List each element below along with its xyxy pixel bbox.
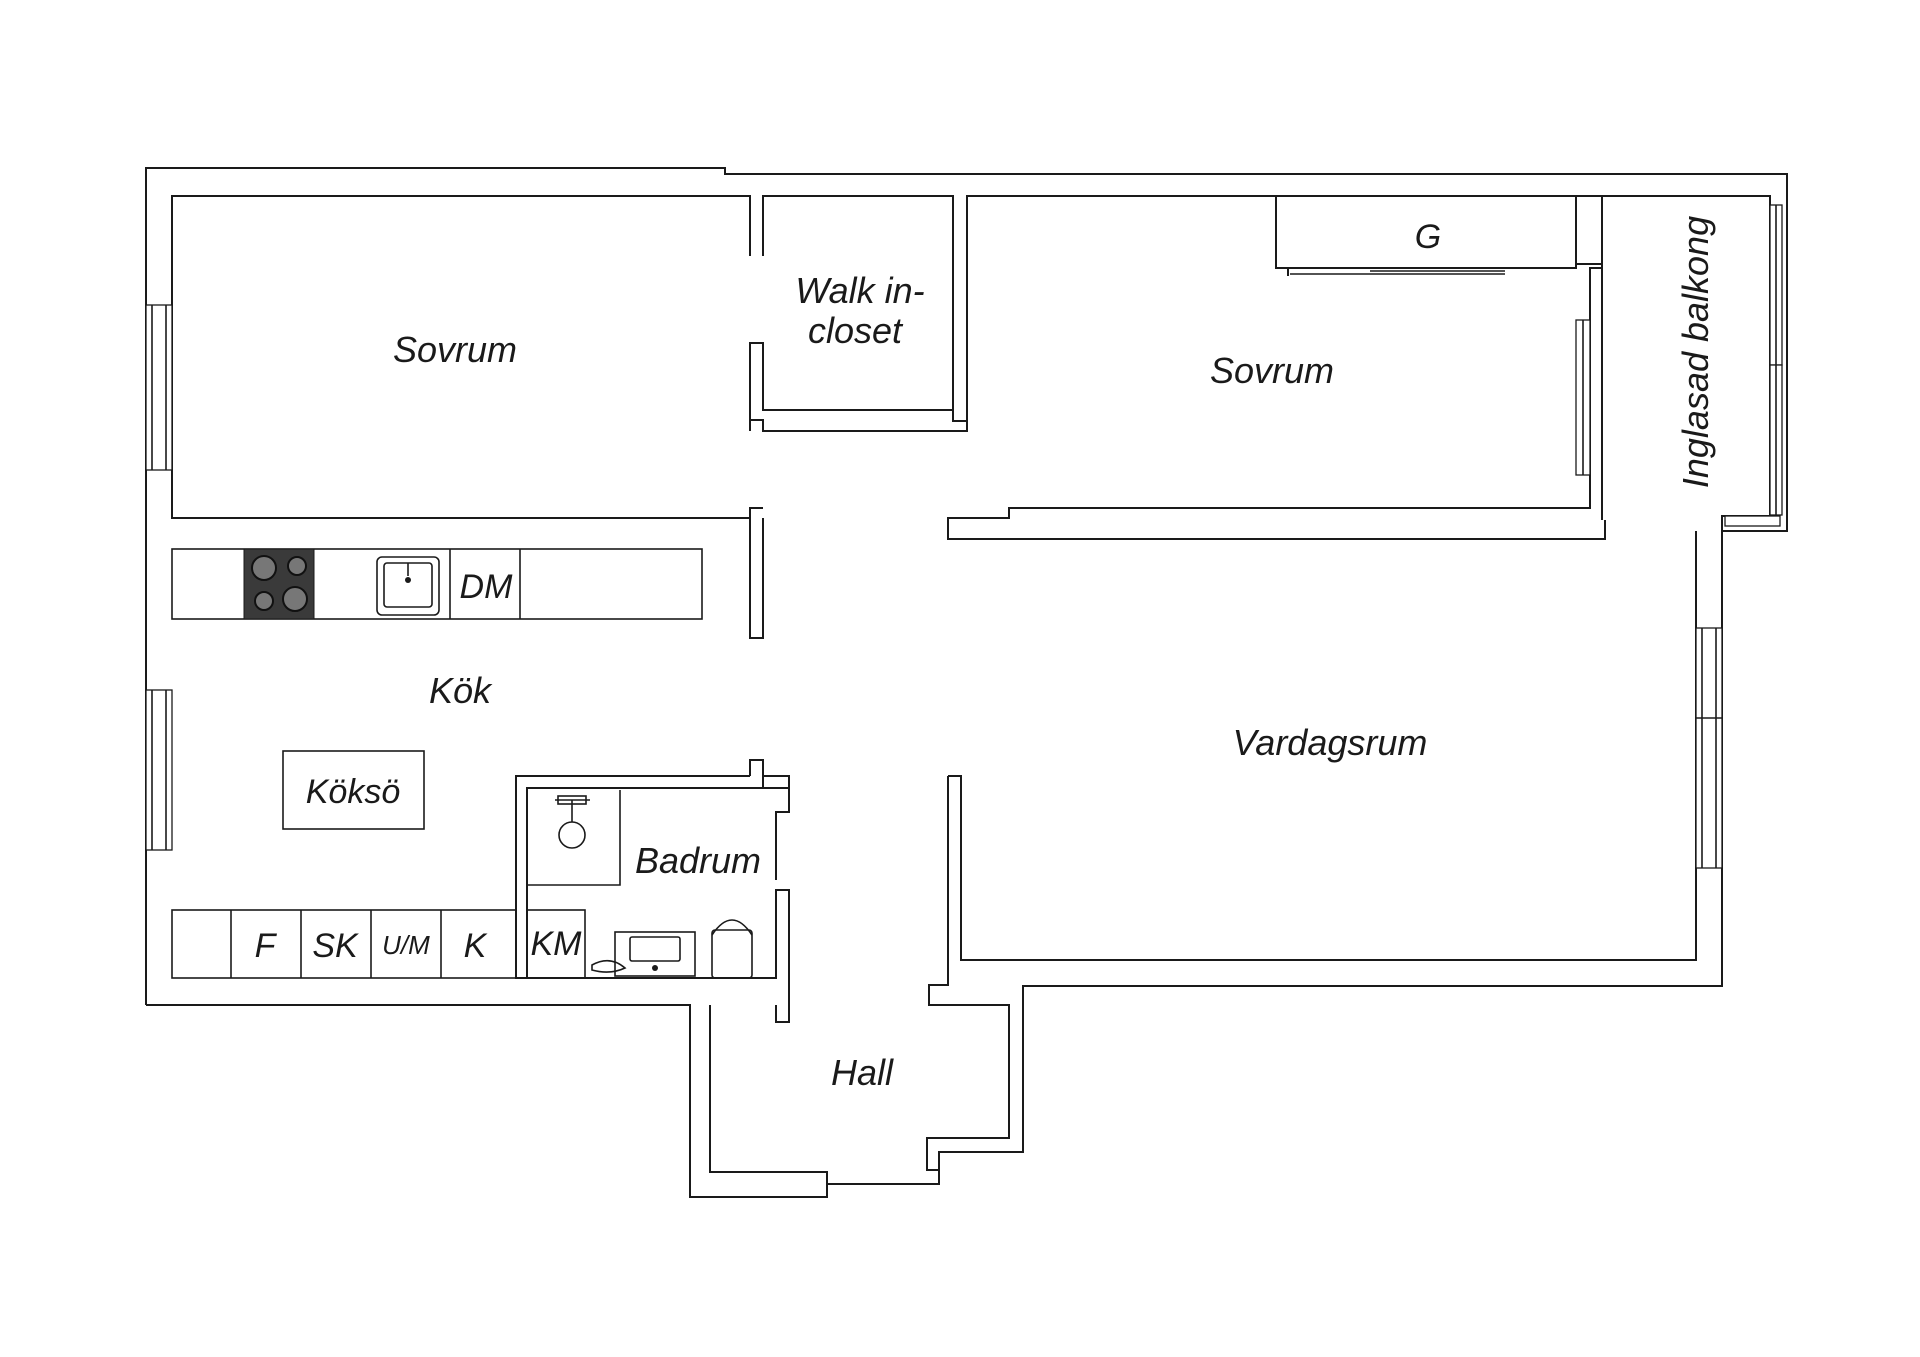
wall-bedroom-right [966,195,1577,431]
room-label-bedroom-left: Sovrum [393,329,517,370]
label-washing-machine: KM [531,925,583,963]
kitchen-counter [171,548,703,620]
label-tall-cabinet: SK [312,927,359,965]
label-dishwasher: DM [460,568,514,606]
wall-walk-in [749,195,968,432]
room-label-bathroom: Badrum [635,840,761,881]
room-label-bedroom-right: Sovrum [1210,350,1334,391]
bathroom-sink-icon [614,931,696,977]
outer-wall [145,167,1788,1198]
room-label-living-room: Vardagsrum [1233,722,1428,763]
room-label-kitchen: Kök [429,670,493,711]
label-oven-micro: U/M [382,930,430,960]
label-kitchen-island: Köksö [306,773,401,811]
label-freezer: K [464,927,488,965]
label-wardrobe: G [1415,218,1441,256]
kitchen-island [282,750,425,830]
toilet-icon [711,929,753,979]
room-label-hall: Hall [831,1052,894,1093]
room-label-walk-in-2: closet [808,310,904,351]
sink-icon [376,556,440,616]
label-fridge: F [255,927,278,965]
room-label-balcony: Inglasad balkong [1675,216,1716,488]
room-label-walk-in-1: Walk in- [795,270,924,311]
